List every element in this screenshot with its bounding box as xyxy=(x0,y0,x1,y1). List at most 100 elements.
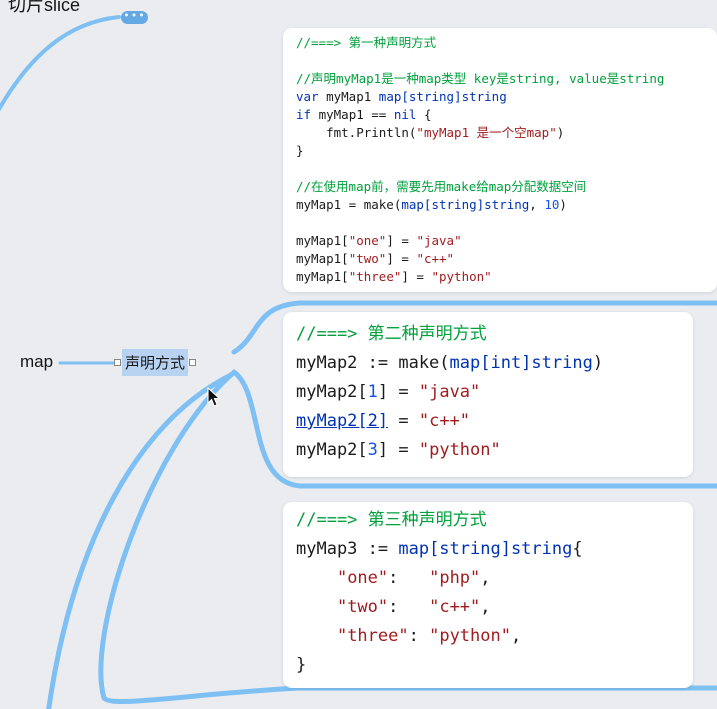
code-token: if xyxy=(296,107,312,122)
code-line: myMap2[2] = "c++" xyxy=(296,407,693,436)
code-line: } xyxy=(296,651,693,680)
code-token: "two" xyxy=(348,251,387,266)
code-token xyxy=(296,626,337,646)
selection-handle-right[interactable] xyxy=(189,358,197,366)
code-token: ) xyxy=(592,353,604,373)
code-token: myMap1 xyxy=(318,89,379,104)
code-token: "three" xyxy=(336,626,409,646)
code-token: //===> 第一种声明方式 xyxy=(296,35,437,50)
topic-map[interactable]: map xyxy=(20,352,54,371)
code-line: myMap1["one"] = "java" xyxy=(296,232,717,250)
code-token: ] = xyxy=(386,233,417,248)
code-line: fmt.Println("myMap1 是一个空map") xyxy=(296,124,717,142)
code-token: : xyxy=(388,597,430,617)
code-token: "one" xyxy=(336,568,389,588)
topic-declaration[interactable]: 声明方式 xyxy=(114,348,197,376)
code-token: : xyxy=(388,568,430,588)
code-token: "python" xyxy=(418,440,501,460)
code-line: //===> 第一种声明方式 xyxy=(296,34,717,52)
code-line xyxy=(296,52,717,70)
code-token: //声明myMap1是一种map类型 key是string, value是str… xyxy=(296,71,665,86)
code-token: fmt.Println( xyxy=(296,125,417,140)
code-token: "php" xyxy=(429,568,481,588)
code-token xyxy=(296,597,337,617)
collapse-badge[interactable]: ••• xyxy=(121,10,148,24)
code-line: var myMap1 map[string]string xyxy=(296,88,717,106)
code-topic-first-declaration[interactable]: //===> 第一种声明方式 //声明myMap1是一种map类型 key是st… xyxy=(283,28,717,292)
mouse-cursor-arrow xyxy=(207,387,221,407)
code-token: : xyxy=(408,626,430,646)
code-token: myMap1[ xyxy=(296,233,349,248)
code-token: 1 xyxy=(367,382,378,402)
code-token: nil xyxy=(393,107,417,122)
code-token: ) xyxy=(556,125,565,140)
code-line: myMap3 := map[string]string{ xyxy=(296,535,693,564)
code-token: myMap2[ xyxy=(296,440,368,460)
code-token xyxy=(296,568,337,588)
code-token: ] = xyxy=(386,251,417,266)
code-line: "one": "php", xyxy=(296,564,693,593)
code-token: , xyxy=(480,597,491,617)
connector-declaration-branch-offscreen xyxy=(46,372,234,709)
code-token: "c++" xyxy=(418,411,471,431)
code-line: myMap2 := make(map[int]string) xyxy=(296,349,693,378)
code-token: ] = xyxy=(401,269,432,284)
code-token: map[string]string xyxy=(401,197,530,212)
code-line: } xyxy=(296,142,717,160)
code-token: myMap2 := make( xyxy=(296,353,450,373)
code-line: //声明myMap1是一种map类型 key是string, value是str… xyxy=(296,70,717,88)
mouse-cursor xyxy=(207,387,221,407)
code-token: "python" xyxy=(431,269,492,284)
code-line: myMap2[3] = "python" xyxy=(296,436,693,465)
code-token: //===> 第三种声明方式 xyxy=(296,510,487,530)
code-token: 10 xyxy=(544,197,560,212)
code-token: "two" xyxy=(336,597,389,617)
code-line: myMap1 = make(map[string]string, 10) xyxy=(296,196,717,214)
code-token: } xyxy=(296,655,307,675)
code-token: , xyxy=(510,626,522,646)
code-token: myMap2[ xyxy=(296,382,368,402)
code-line xyxy=(296,160,717,178)
code-line: //===> 第三种声明方式 xyxy=(296,506,693,535)
code-line: myMap1["two"] = "c++" xyxy=(296,250,717,268)
code-token: myMap1[ xyxy=(296,251,349,266)
code-topic-second-declaration[interactable]: //===> 第二种声明方式 myMap2 := make(map[int]str… xyxy=(283,312,693,477)
code-token: myMap2[2] xyxy=(296,411,389,431)
code-token: //===> 第二种声明方式 xyxy=(296,324,487,344)
code-token: myMap1 = make( xyxy=(296,197,402,212)
code-token: myMap1[ xyxy=(296,269,349,284)
code-token: "java" xyxy=(416,233,462,248)
code-line: myMap1["three"] = "python" xyxy=(296,268,717,286)
code-token: var xyxy=(296,89,319,104)
code-token: "c++" xyxy=(429,597,481,617)
code-token: map[string]string xyxy=(378,89,507,104)
code-token: ] = xyxy=(377,382,419,402)
code-token: map[string]string xyxy=(398,539,573,559)
code-token: "myMap1 是一个空map" xyxy=(416,125,557,140)
code-token: , xyxy=(529,197,545,212)
code-token: { xyxy=(572,539,583,559)
code-token: myMap1 == xyxy=(311,107,394,122)
code-token: 3 xyxy=(367,440,378,460)
code-token: } xyxy=(296,143,304,158)
topic-declaration-label: 声明方式 xyxy=(122,348,189,376)
code-token: "python" xyxy=(429,626,511,646)
connector-slice-branch xyxy=(0,15,121,112)
code-line: "two": "c++", xyxy=(296,593,693,622)
code-token: { xyxy=(416,107,432,122)
selection-handle-left[interactable] xyxy=(114,358,121,366)
topic-slice[interactable]: 切片slice xyxy=(8,0,81,15)
code-token: //在使用map前，需要先用make给map分配数据空间 xyxy=(296,179,587,194)
code-token: "c++" xyxy=(416,251,455,266)
code-token: ] = xyxy=(377,440,419,460)
code-token: myMap3 := xyxy=(296,539,399,559)
code-token: = xyxy=(388,411,419,431)
code-token: , xyxy=(480,568,491,588)
code-line: "three": "python", xyxy=(296,622,693,651)
code-line: //===> 第二种声明方式 xyxy=(296,320,693,349)
code-token: ) xyxy=(559,197,567,212)
code-line: if myMap1 == nil { xyxy=(296,106,717,124)
code-topic-third-declaration[interactable]: //===> 第三种声明方式 myMap3 := map[string]strin… xyxy=(283,502,693,688)
code-line xyxy=(296,214,717,232)
